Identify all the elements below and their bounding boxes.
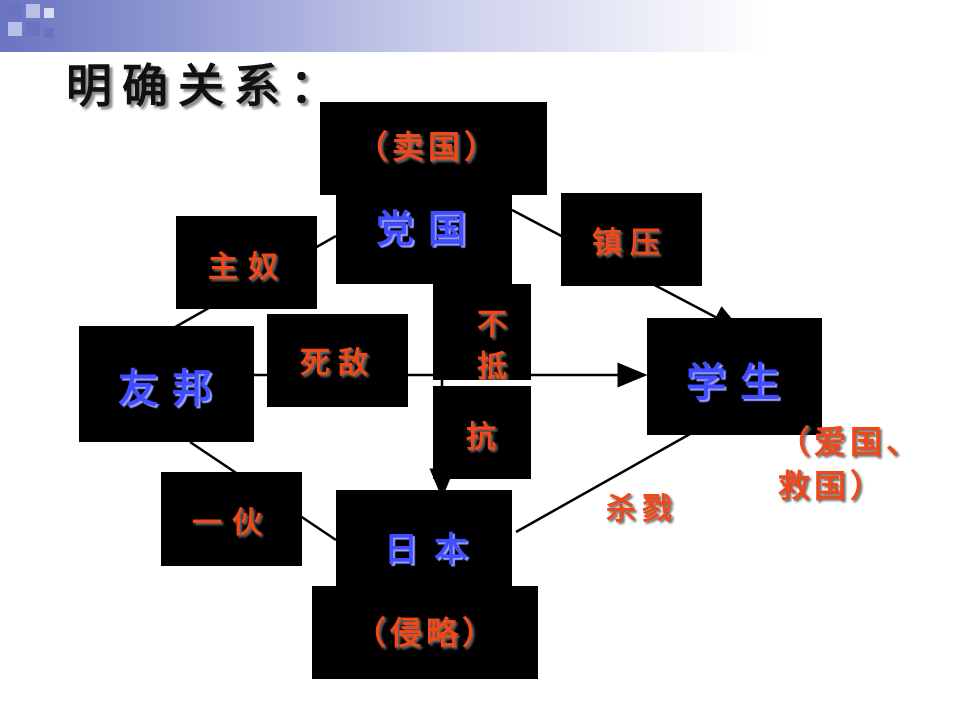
header-square-decoration: [8, 4, 22, 18]
relation-kang-label: 抗: [466, 420, 502, 455]
node-youbang-label: 友邦: [118, 365, 226, 412]
header-square-decoration: [8, 22, 22, 36]
header-square-decoration: [44, 28, 54, 38]
node-riben-label: 日本: [384, 530, 484, 570]
node-dangguo-role: （卖国）: [356, 128, 501, 166]
relation-kang-box: [433, 386, 531, 479]
header-band: [0, 0, 960, 52]
relation-budi-label: 不抵: [471, 308, 506, 380]
relation-budi-box: [433, 284, 531, 380]
node-dangguo-box: [336, 186, 512, 284]
node-youbang-box: [79, 326, 254, 442]
relation-yihuo-label: 一伙: [192, 506, 272, 541]
relation-shalu-label: 杀戮: [606, 492, 678, 527]
edge-riben-xuesheng: [515, 432, 691, 534]
header-square-decoration: [44, 8, 54, 18]
node-xuesheng-label: 学生: [686, 359, 794, 406]
relation-zhunu-label: 主奴: [208, 250, 288, 285]
relation-zhenya-box: [561, 193, 702, 286]
relation-zhenya-label: 镇压: [592, 226, 668, 261]
node-xuesheng-role: （爱国、救国）: [778, 423, 923, 505]
node-riben-role: （侵略）: [354, 614, 499, 652]
node-dangguo-label: 党国: [376, 206, 481, 251]
header-square-decoration: [26, 22, 40, 36]
relation-yihuo-box: [161, 472, 302, 566]
header-square-decoration: [26, 4, 40, 18]
node-dangguo-role-box: [320, 102, 547, 195]
relation-zhunu-box: [176, 216, 317, 309]
node-riben-box: [336, 490, 512, 588]
relation-sidi-box: [267, 314, 408, 407]
relation-sidi-label: 死敌: [300, 346, 376, 381]
node-xuesheng-box: [647, 318, 822, 435]
page-title: 明确关系：: [66, 59, 346, 113]
node-riben-role-box: [312, 586, 538, 679]
